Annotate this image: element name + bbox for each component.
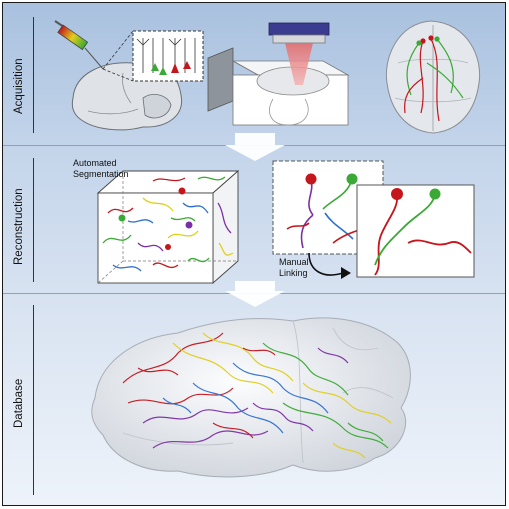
label-rule — [33, 158, 34, 282]
segmentation-label-line2: Segmentation — [73, 169, 129, 179]
manual-linking-arrow — [308, 252, 351, 279]
zoom-inset — [102, 30, 204, 82]
down-arrow — [225, 281, 285, 307]
figure-artwork — [54, 20, 481, 478]
imaging-block — [207, 22, 350, 126]
segmentation-label-line1: Automated — [73, 158, 117, 168]
down-arrow — [225, 133, 285, 161]
brain-top-view — [385, 20, 481, 134]
linking-label-line1: Manual — [279, 257, 309, 267]
segmentation-cube — [96, 170, 240, 284]
label-rule — [33, 305, 34, 495]
brain-3d-render — [91, 317, 411, 478]
linking-panel-after — [356, 184, 475, 278]
linking-label-line2: Linking — [279, 268, 308, 278]
label-rule — [33, 17, 34, 133]
syringe — [54, 20, 104, 70]
